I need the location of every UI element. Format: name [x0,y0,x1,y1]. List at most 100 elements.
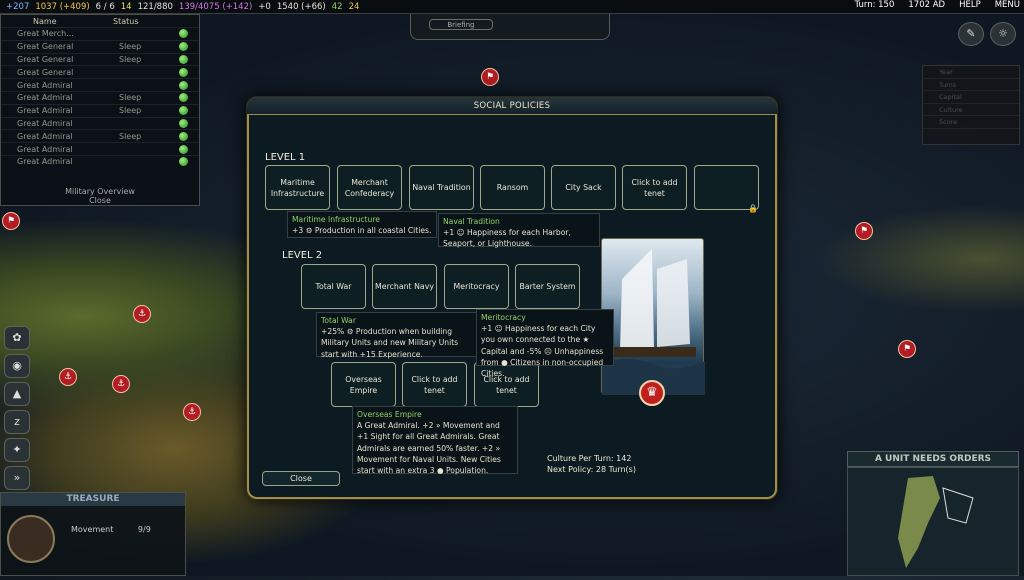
tooltip-body: +1 ☺ Happiness for each Harbor, Seaport,… [443,228,571,249]
city-marker[interactable]: ⚓ [112,375,130,393]
unit-panel-title: TREASURE [1,493,185,506]
status-dot-icon [179,93,188,103]
table-row[interactable]: Great Admiral Sleep [1,90,199,104]
table-row[interactable]: Great Admiral [1,78,199,91]
turn-label: Turn: 150 [854,0,895,10]
policy-button[interactable]: ◉ [4,354,30,378]
tourism-value[interactable]: +0 [258,1,271,12]
tooltip-body: A Great Admiral. +2 » Movement and +1 Si… [357,421,501,476]
level2-tenet-3[interactable]: Meritocracy [444,264,509,309]
fortify-button[interactable]: ✦ [4,438,30,462]
city-marker[interactable]: ⚓ [183,403,201,421]
extra-value-2[interactable]: 24 [348,1,360,12]
level1-tenet-2[interactable]: Merchant Confederacy [337,165,402,210]
tooltip-maritime: Maritime Infrastructure +3 ⚙ Production … [287,211,437,238]
faith-value[interactable]: 1540 (+66) [276,1,326,12]
level1-tenet-1[interactable]: Maritime Infrastructure [265,165,330,210]
sleep-button[interactable]: z [4,410,30,434]
gold-value[interactable]: 1037 (+409) [35,1,90,12]
happiness-value[interactable]: 14 [120,1,132,12]
military-header: Name Status [1,15,199,27]
movement-row: Movement 9/9 [71,525,151,534]
tooltip-body: +1 ☺ Happiness for each City you own con… [481,324,604,379]
unit-button[interactable]: ▲ [4,382,30,406]
help-button[interactable]: HELP [959,0,981,10]
cities-value[interactable]: 6 / 6 [95,1,115,12]
movement-label: Movement [71,525,114,534]
ship-illustration [602,249,705,395]
city-marker[interactable]: ⚓ [133,305,151,323]
table-row[interactable]: Great Admiral [1,116,199,130]
level1-tenet-3[interactable]: Naval Tradition [409,165,474,210]
city-marker[interactable]: ⚑ [898,340,916,358]
table-row[interactable]: Great Admiral Sleep [1,103,199,117]
level1-tenet-7[interactable] [694,165,759,210]
military-footer: Military Overview Close [1,187,199,205]
score-list-item[interactable]: Culture [923,104,1019,116]
table-row[interactable]: Great Admiral [1,142,199,155]
city-marker[interactable]: ⚑ [855,222,873,240]
tooltip-naval-tradition: Naval Tradition +1 ☺ Happiness for each … [438,213,600,249]
city-marker[interactable]: ⚑ [2,212,20,230]
tooltip-heading: Total War [321,316,356,325]
tooltip-meritocracy: Meritocracy +1 ☺ Happiness for each City… [476,309,614,378]
civilopedia-icon[interactable]: ✎ [958,22,984,46]
level-1-label: LEVEL 1 [265,152,306,163]
unit-name: Great General [17,54,74,64]
culture-value[interactable]: 139/4075 (+142) [178,1,253,12]
briefing-button[interactable]: Briefing [429,19,493,30]
unit-needs-orders-button[interactable]: A UNIT NEEDS ORDERS [847,451,1019,467]
move-button[interactable]: » [4,466,30,490]
level3-tenet-3[interactable]: Click to add tenet [474,362,539,407]
minimap[interactable] [847,467,1019,576]
status-dot-icon [179,29,188,39]
level3-tenet-1[interactable]: Overseas Empire [331,362,396,407]
unit-status: Sleep [119,42,142,52]
military-close-button[interactable]: Close [89,196,111,205]
tooltip-heading: Overseas Empire [357,410,422,419]
status-column-header[interactable]: Status [113,16,139,26]
city-marker[interactable]: ⚑ [481,68,499,86]
unit-status: Sleep [119,131,142,141]
dialog-close-button[interactable]: Close [262,471,340,486]
city-marker[interactable]: ⚓ [59,368,77,386]
table-row[interactable]: Great General Sleep [1,39,199,53]
advisor-icon[interactable]: ☼ [990,22,1016,46]
score-list-item[interactable]: Turns [923,79,1019,91]
level2-tenet-2[interactable]: Merchant Navy [372,264,437,309]
menu-button[interactable]: MENU [994,0,1020,10]
score-list-item[interactable]: Year [923,66,1019,79]
score-list-item[interactable]: Score [923,116,1019,129]
table-row[interactable]: Great Admiral [1,154,199,168]
tooltip-heading: Meritocracy [481,313,526,322]
lock-icon: 🔒 [748,204,758,213]
table-row[interactable]: Great General [1,65,199,78]
table-row[interactable]: Great Admiral Sleep [1,129,199,142]
unit-status: Sleep [119,93,142,103]
name-column-header[interactable]: Name [33,16,57,26]
strategic-value[interactable]: 121/880 [137,1,173,12]
level2-tenet-4[interactable]: Barter System [515,264,580,309]
tooltip-body: +3 ⚙ Production in all coastal Cities. [292,226,432,236]
year-label: 1702 AD [908,0,946,10]
score-list-item[interactable]: Capital [923,91,1019,104]
next-policy: Next Policy: 28 Turn(s) [547,464,636,474]
level1-tenet-4[interactable]: Ransom [480,165,545,210]
extra-value-1[interactable]: 42 [331,1,343,12]
level1-tenet-6[interactable]: Click to add tenet [622,165,687,210]
unit-name: Great General [17,67,74,77]
level1-tenet-5[interactable]: City Sack [551,165,616,210]
status-dot-icon [179,106,188,116]
level3-tenet-2[interactable]: Click to add tenet [402,362,467,407]
tooltip-heading: Maritime Infrastructure [292,215,380,224]
unit-name: Great Admiral [17,144,73,154]
table-row[interactable]: Great General Sleep [1,52,199,66]
science-value[interactable]: +207 [6,1,30,12]
tech-button[interactable]: ✿ [4,326,30,350]
table-row[interactable]: Great Merch... [1,27,199,40]
crown-emblem-icon: ♛ [639,380,665,406]
unit-status: Sleep [119,54,142,64]
unit-name: Great Admiral [17,106,73,116]
level2-tenet-1[interactable]: Total War [301,264,366,309]
